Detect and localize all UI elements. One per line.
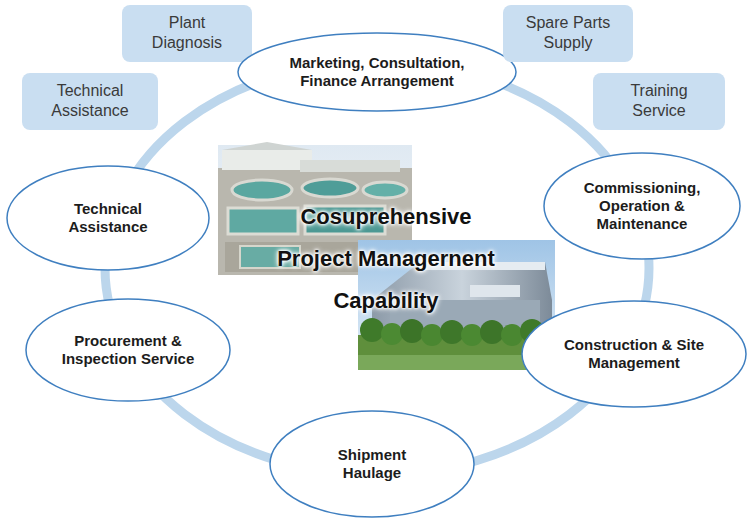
ellipse-path [26,299,230,401]
node-text: Shipment Haulage [322,446,422,482]
node-text: Plant Diagnosis [137,13,237,53]
node-text: Training Service [609,81,709,121]
service-tag: Training Service [593,73,725,130]
ellipse-path [544,153,740,259]
node-text: Construction & Site Management [562,336,707,372]
node-text: Spare Parts Supply [518,13,618,53]
service-ellipse: Shipment Haulage [269,410,475,518]
node-text: Technical Assistance [33,81,148,121]
node-text: Procurement & Inspection Service [56,332,201,368]
ellipse-path [7,166,209,270]
service-tag: Spare Parts Supply [503,5,633,62]
service-ellipse: Commissioning, Operation & Maintenance [543,152,741,260]
center-title: Cosuprehensive Project Managernent Capab… [270,196,502,322]
node-text: Technical Assistance [53,200,163,236]
ellipse-path [238,33,516,111]
service-tag: Technical Assistance [22,73,158,130]
service-ellipse: Marketing, Consultation, Finance Arrange… [237,32,517,112]
service-ellipse: Procurement & Inspection Service [25,298,231,402]
service-ellipse: Technical Assistance [6,165,210,271]
ellipse-path [270,411,474,517]
service-ellipse: Construction & Site Management [521,300,747,408]
node-text: Commissioning, Operation & Maintenance [580,179,705,233]
service-tag: Plant Diagnosis [122,5,252,62]
ellipse-path [522,301,746,407]
node-text: Marketing, Consultation, Finance Arrange… [277,54,477,90]
